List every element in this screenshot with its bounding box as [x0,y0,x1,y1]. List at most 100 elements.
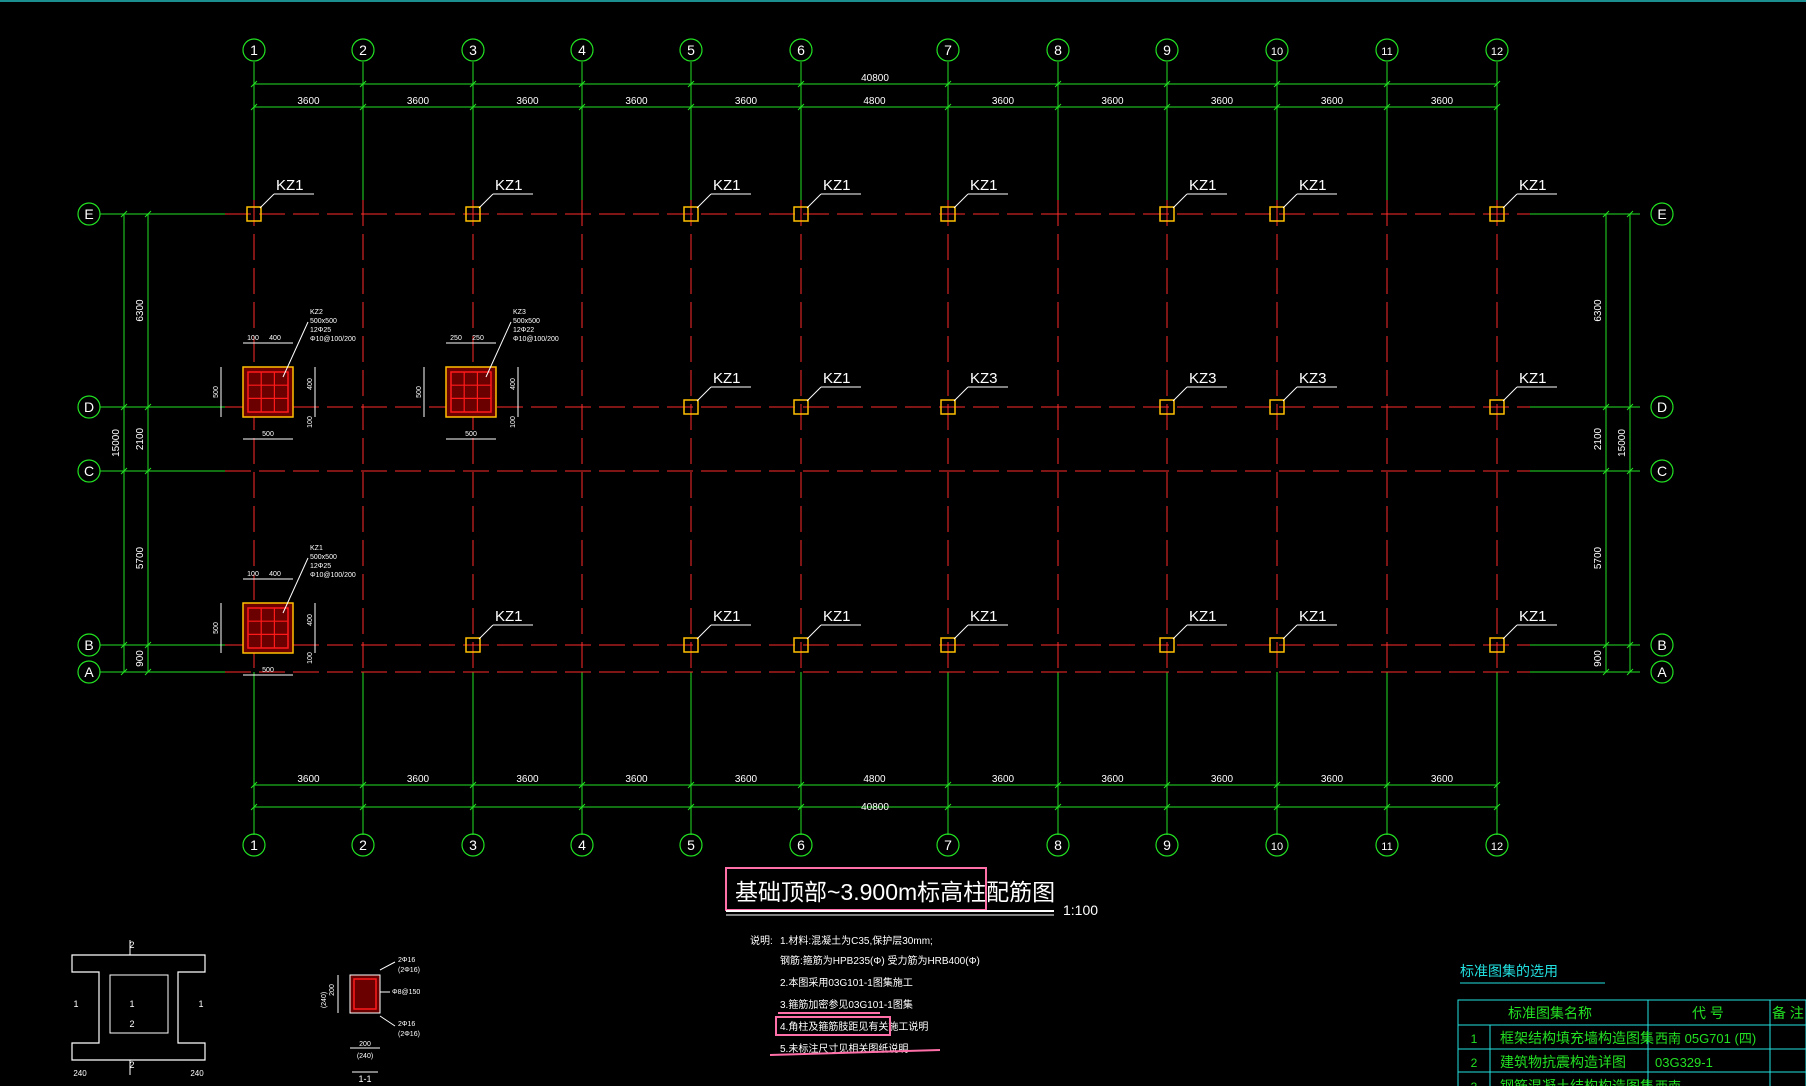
dim-tick [1054,803,1062,811]
axis-label-col: 2 [359,837,367,853]
axis-label-row: B [1657,637,1666,653]
note-highlight-4 [775,1016,891,1036]
column-marker-KZ1 [683,206,699,222]
dim-span-label: 3600 [516,774,539,785]
small-detail-dim-label: 200 [359,1041,371,1048]
axis-bubble-row-C [1650,459,1674,483]
column-marker-KZ1 [793,206,809,222]
column-marker-KZ1 [465,206,481,222]
axis-label-row: A [84,664,94,680]
dim-tick [469,803,477,811]
column-marker-KZ1 [1269,206,1285,222]
section-label: 1 [129,999,134,1009]
column-leader [953,624,969,640]
section-dim-label: 240 [190,1069,204,1078]
dim-span-label: 900 [135,650,146,667]
column-marker-KZ1 [1489,637,1505,653]
dim-tick [120,210,128,218]
dim-tick [1383,103,1391,111]
column-label-KZ1: KZ1 [713,608,741,625]
dim-span-label: 3600 [1431,96,1454,107]
detail-dim-label: 500 [213,622,220,634]
detail-spec-text: KZ2 [310,309,323,316]
dim-tick [578,80,586,88]
dim-span-label: 6300 [135,299,146,322]
detail-spec-text: 500x500 [310,554,337,561]
dim-span-label: 3600 [992,96,1015,107]
dim-total-label-left: 15000 [111,429,122,457]
dim-tick [1602,641,1610,649]
dim-tick [1163,103,1171,111]
axis-label-row: D [1657,399,1667,415]
dim-span-label: 4800 [863,96,886,107]
axis-label-col: 1 [250,837,258,853]
dim-tick [1602,210,1610,218]
column-leader [696,624,712,640]
dim-tick [144,641,152,649]
dim-tick [359,781,367,789]
dim-tick [120,467,128,475]
dim-tick [144,467,152,475]
column-label-KZ1: KZ1 [713,177,741,194]
column-leader [806,624,822,640]
detail-spec-text: 12Φ25 [310,563,331,570]
dim-span-label: 3600 [407,96,430,107]
axis-label-col: 9 [1163,837,1171,853]
axis-bubble-col-9 [1155,833,1179,857]
axis-bubble-row-D [1650,395,1674,419]
detail-dim-label: 400 [269,571,281,578]
detail-dim-label: 250 [472,335,484,342]
column-label-KZ1: KZ1 [1189,177,1217,194]
dim-tick [1602,668,1610,676]
standards-header: 代 号 [1692,1005,1724,1021]
detail-dim-label: 100 [247,571,259,578]
axis-label-col: 3 [469,42,477,58]
axis-bubble-col-4 [570,38,594,62]
column-leader [1502,386,1518,402]
detail-section-KZ2 [242,366,294,418]
axis-bubble-row-E [1650,202,1674,226]
axis-label-row: C [1657,463,1667,479]
column-leader [1502,193,1518,209]
column-marker-KZ1 [1159,637,1175,653]
detail-spec-text: 12Φ22 [513,327,534,334]
column-label-KZ1: KZ1 [823,177,851,194]
dim-span-label: 3600 [1211,96,1234,107]
detail-dim-label: 500 [262,431,274,438]
axis-label-col: 3 [469,837,477,853]
axis-bubble-col-6 [789,833,813,857]
standards-row-no: 1 [1471,1032,1478,1046]
dim-tick [1163,781,1171,789]
axis-bubble-col-11 [1375,833,1399,857]
column-leader [478,193,494,209]
dim-total-label-bottom: 40800 [861,802,889,813]
detail-stirrup [247,607,289,649]
dim-tick [250,803,258,811]
dim-span-label: 3600 [625,96,648,107]
dim-tick [469,781,477,789]
column-label-KZ3: KZ3 [1189,370,1217,387]
small-detail-dim-label: 200 [329,984,336,996]
axis-bubble-col-10 [1265,833,1289,857]
axis-bubble-row-D [77,395,101,419]
dim-tick [687,803,695,811]
axis-label-col: 7 [944,837,952,853]
column-marker-KZ1 [940,206,956,222]
dim-tick [1626,403,1634,411]
detail-section-KZ3 [445,366,497,418]
dim-tick [1273,781,1281,789]
column-label-KZ1: KZ1 [1189,608,1217,625]
column-leader [696,193,712,209]
standards-row-code: 03G329-1 [1655,1055,1713,1070]
axis-label-col: 11 [1381,841,1392,853]
dim-span-label: 3600 [625,774,648,785]
section-label: 2 [129,1060,134,1070]
detail-leader [282,321,309,378]
dim-tick [944,781,952,789]
dim-span-label: 4800 [863,774,886,785]
section-label: 1 [198,999,203,1009]
note-highlight-5 [769,1049,941,1056]
dim-tick [1383,80,1391,88]
dim-tick [1383,803,1391,811]
